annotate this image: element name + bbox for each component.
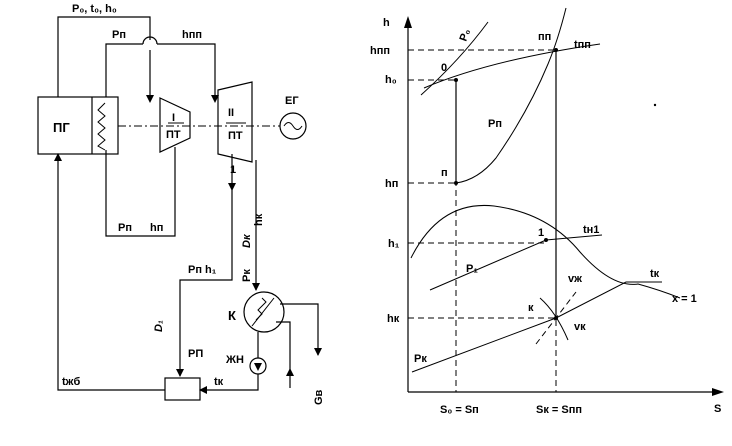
electric-generator bbox=[279, 112, 307, 140]
h-p-label: hп bbox=[385, 178, 398, 190]
exhaust-pressure: Pк bbox=[241, 269, 253, 282]
extraction-point-label: 1 bbox=[230, 164, 236, 176]
s-k-label: Sк = Sпп bbox=[536, 404, 582, 416]
extraction-flow: D₁ bbox=[153, 320, 165, 332]
isobar-p0 bbox=[420, 21, 489, 96]
isobar-p1-label: P₁ bbox=[466, 263, 478, 275]
isobar-pp-label: Pп bbox=[488, 118, 502, 130]
turbine-2-label: ПТ bbox=[228, 130, 243, 142]
h-k-label: hк bbox=[387, 313, 400, 325]
generator-label: ЕГ bbox=[285, 95, 299, 107]
feed-pump-label: ЖН bbox=[225, 354, 244, 366]
s-0-label: S₀ = Sп bbox=[440, 404, 479, 416]
cooling-water-label: Gв bbox=[313, 389, 325, 405]
feed-water-line bbox=[57, 154, 165, 391]
cold-reheat-line bbox=[105, 147, 176, 237]
regen-heater-label: РП bbox=[188, 348, 203, 360]
cold-reheat-pressure: Pп bbox=[118, 222, 132, 234]
isobar-pk bbox=[411, 281, 662, 373]
steam-generator-box bbox=[37, 96, 119, 155]
condensate-temp: tк bbox=[214, 376, 224, 388]
condenser-label: К bbox=[228, 308, 236, 323]
h-0-label: h₀ bbox=[385, 74, 397, 86]
live-steam-line bbox=[57, 16, 151, 97]
h-1-label: h₁ bbox=[388, 238, 400, 250]
isobar-p0-label: P₀ bbox=[458, 27, 473, 43]
saturation-line bbox=[410, 204, 681, 299]
cooling-water-line bbox=[280, 303, 319, 355]
axis-h-label: h bbox=[383, 17, 390, 29]
axis-s-label: S bbox=[714, 403, 721, 415]
reheat-pressure-label: Pп bbox=[112, 29, 126, 41]
h-pp-label: hпп bbox=[370, 45, 390, 57]
condenser bbox=[243, 291, 285, 333]
point-p-label: п bbox=[441, 167, 448, 179]
steam-generator-label: ПГ bbox=[53, 120, 70, 135]
reheat-coil bbox=[97, 102, 106, 151]
isotherm-t0 bbox=[423, 43, 601, 89]
t-k-label: tк bbox=[650, 268, 660, 280]
plant-scheme: ПГ P₀, t₀, h₀ Pп hпп I ПТ II ПТ ЕГ bbox=[37, 3, 325, 405]
isobar-pp bbox=[455, 7, 567, 184]
regen-heater-box bbox=[164, 377, 201, 401]
turbine-2 bbox=[217, 81, 253, 163]
exhaust-flow: Dк bbox=[241, 233, 253, 248]
x1-label: x = 1 bbox=[672, 293, 697, 305]
feed-water-temp: tжб bbox=[62, 376, 80, 388]
cold-reheat-enthalpy: hп bbox=[150, 222, 163, 234]
point-0-label: 0 bbox=[441, 62, 447, 74]
turbine-1 bbox=[159, 97, 191, 153]
point-pp-label: пп bbox=[538, 31, 551, 43]
exhaust-enthalpy: hк bbox=[253, 213, 265, 226]
reheat-steam-line bbox=[105, 43, 143, 97]
point-k-label: к bbox=[528, 302, 534, 314]
live-steam-params: P₀, t₀, h₀ bbox=[72, 3, 117, 15]
t-n1-label: tн1 bbox=[583, 224, 599, 236]
v-zh-label: vж bbox=[568, 273, 582, 285]
turbine-2-number: II bbox=[228, 107, 234, 119]
extraction-params: Pп h₁ bbox=[188, 264, 217, 276]
hs-diagram: h S hпп h₀ hп h₁ hк S₀ = Sп Sк = Sпп P₀ … bbox=[370, 7, 724, 416]
reheat-enthalpy-label: hпп bbox=[182, 29, 202, 41]
turbine-1-number: I bbox=[172, 112, 175, 124]
point-1-label: 1 bbox=[538, 227, 544, 239]
isobar-pk-label: Pк bbox=[414, 353, 427, 365]
v-k-label: vк bbox=[574, 321, 586, 333]
t-pp-label: tпп bbox=[574, 39, 591, 51]
turbine-1-label: ПТ bbox=[166, 129, 181, 141]
